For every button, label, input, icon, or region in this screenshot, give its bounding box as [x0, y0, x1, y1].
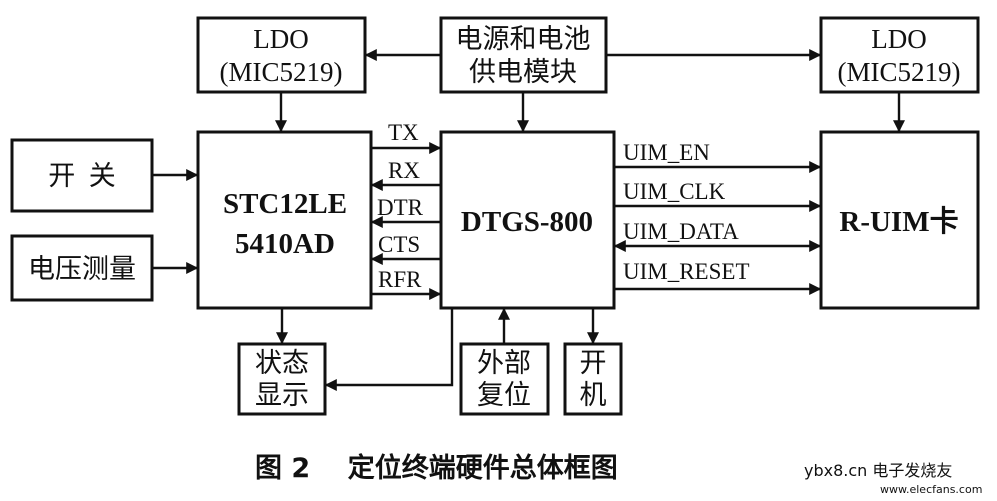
power-on-label: 开 — [580, 348, 607, 378]
external-reset-label: 外部 — [477, 348, 531, 378]
power-on-label-2: 机 — [580, 380, 607, 410]
rx-label: RX — [388, 158, 420, 183]
status-display-block: 状态 显示 — [237, 342, 327, 416]
dtr-label: DTR — [377, 195, 424, 220]
status-display-label-2: 显示 — [255, 380, 309, 410]
power-on-block: 开 机 — [563, 342, 623, 416]
ruim-label: R-UIM卡 — [839, 205, 958, 238]
mcu-label: STC12LE — [223, 188, 347, 220]
status-display-label: 状态 — [255, 348, 309, 378]
watermark-subtext: www.elecfans.com — [880, 483, 982, 496]
uim-clk-label: UIM_CLK — [623, 179, 726, 204]
watermark-text: ybx8.cn 电子发烧友 — [804, 461, 952, 480]
switch-block: 开 关 — [10, 138, 154, 213]
uim-reset-label: UIM_RESET — [623, 259, 750, 284]
voltage-measure-block: 电压测量 — [10, 234, 154, 302]
power-module-label-2: 供电模块 — [469, 57, 577, 87]
dtgs-block: DTGS-800 — [439, 130, 616, 310]
mcu-block: STC12LE 5410AD — [196, 130, 373, 310]
power-module-label: 电源和电池 — [456, 24, 591, 54]
tx-label: TX — [388, 120, 419, 145]
dtgs-label: DTGS-800 — [461, 206, 593, 238]
switch-label: 开 关 — [48, 161, 116, 191]
ruim-block: R-UIM卡 — [819, 130, 980, 310]
power-module-block: 电源和电池 供电模块 — [439, 16, 608, 94]
dtgs-to-status-arrow — [324, 308, 454, 391]
external-reset-block: 外部 复位 — [459, 342, 550, 416]
ldo-left-part: (MIC5219) — [220, 57, 343, 87]
cts-label: CTS — [378, 232, 420, 257]
ldo-right-block: LDO (MIC5219) — [819, 16, 980, 94]
uim-data-label: UIM_DATA — [623, 219, 739, 244]
external-reset-label-2: 复位 — [477, 380, 531, 410]
mcu-label-2: 5410AD — [235, 228, 335, 260]
voltage-measure-label: 电压测量 — [28, 254, 136, 284]
ldo-left-block: LDO (MIC5219) — [196, 16, 367, 94]
uim-en-label: UIM_EN — [623, 140, 710, 165]
figure-caption: 图 2 定位终端硬件总体框图 — [255, 452, 618, 484]
rfr-label: RFR — [378, 267, 422, 292]
ldo-right-label: LDO — [871, 24, 927, 54]
ldo-left-label: LDO — [253, 24, 309, 54]
ldo-right-part: (MIC5219) — [838, 57, 961, 87]
